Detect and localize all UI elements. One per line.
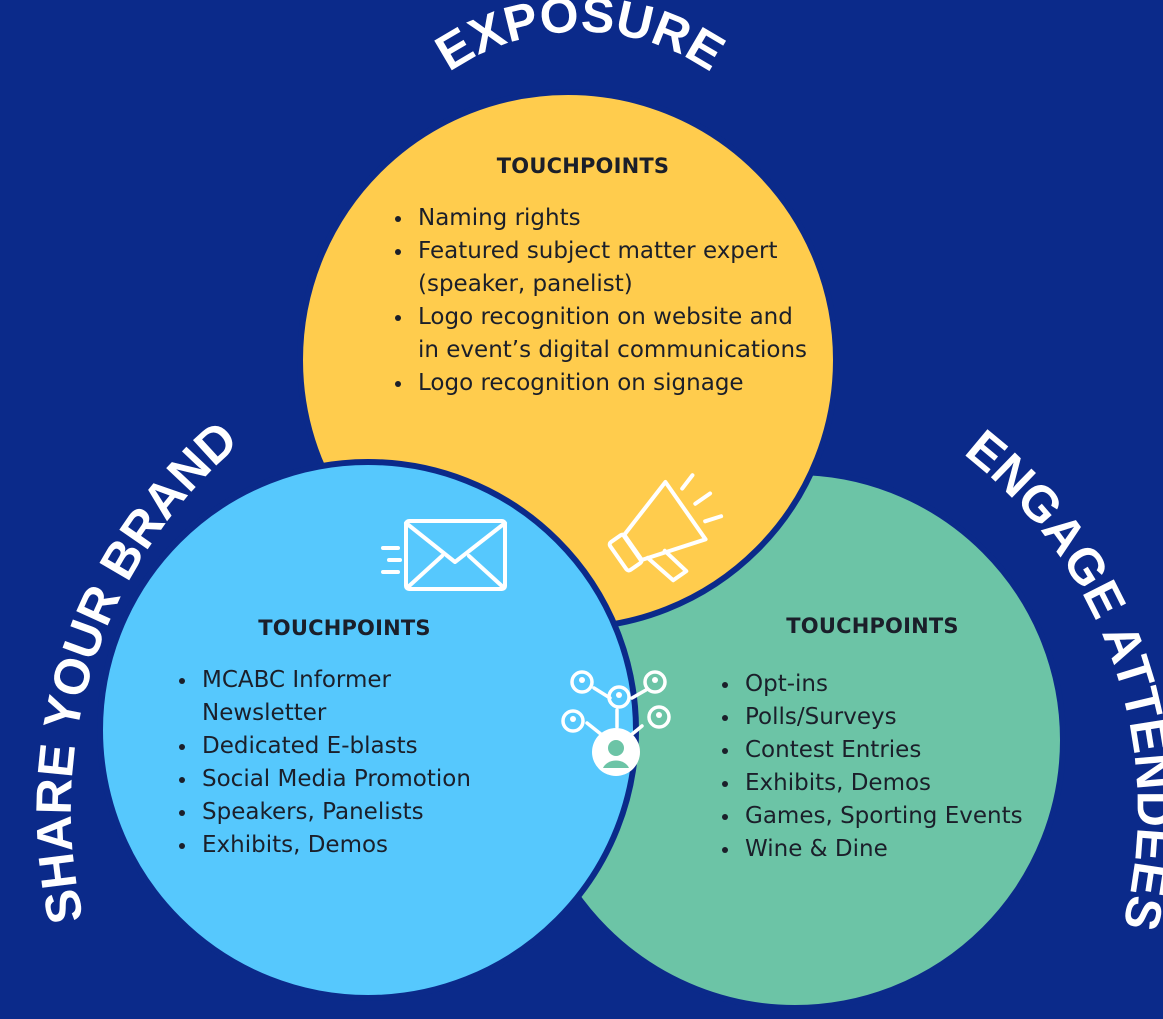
list-item: Contest Entries [715, 734, 1055, 767]
engage-heading: TOUCHPOINTS [786, 614, 959, 638]
list-item: Games, Sporting Events [715, 800, 1055, 833]
list-item: Speakers, Panelists [172, 796, 512, 829]
share-touchpoints: TOUCHPOINTS MCABC Informer Newsletter De… [172, 616, 512, 862]
exposure-heading: TOUCHPOINTS [496, 154, 670, 178]
list-item: Polls/Surveys [715, 701, 1055, 734]
list-item: Exhibits, Demos [172, 829, 512, 862]
engage-touchpoints: TOUCHPOINTS Opt-ins Polls/Surveys Contes… [715, 614, 1055, 866]
share-list: MCABC Informer Newsletter Dedicated E-bl… [172, 664, 512, 862]
list-item: MCABC Informer Newsletter [172, 664, 512, 730]
megaphone-icon [607, 473, 724, 583]
list-item: Wine & Dine [715, 833, 1055, 866]
list-item: Dedicated E-blasts [172, 730, 512, 763]
network-people-icon [561, 670, 671, 776]
exposure-list: Naming rights Featured subject matter ex… [388, 202, 808, 400]
list-item: Logo recognition on signage [388, 367, 808, 400]
email-icon [381, 519, 507, 591]
exposure-touchpoints: TOUCHPOINTS Naming rights Featured subje… [388, 154, 808, 400]
list-item: Featured subject matter expert (speaker,… [388, 235, 808, 301]
list-item: Social Media Promotion [172, 763, 512, 796]
list-item: Naming rights [388, 202, 808, 235]
list-item: Opt-ins [715, 668, 1055, 701]
share-heading: TOUCHPOINTS [258, 616, 431, 640]
engage-list: Opt-ins Polls/Surveys Contest Entries Ex… [715, 668, 1055, 866]
list-item: Exhibits, Demos [715, 767, 1055, 800]
list-item: Logo recognition on website and in event… [388, 301, 808, 367]
title-exposure: EXPOSURE [426, 0, 734, 81]
